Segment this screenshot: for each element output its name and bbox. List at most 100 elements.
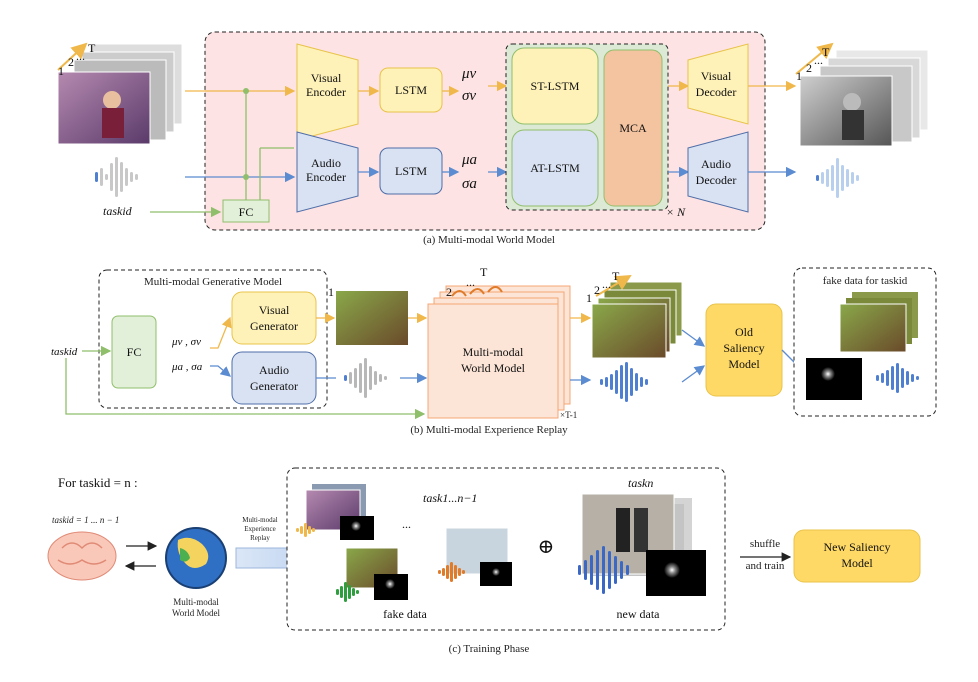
fake-wave-2 [336, 582, 359, 602]
wave-bar [349, 372, 352, 384]
fc-box-a [222, 199, 270, 223]
wave-bar [374, 371, 377, 385]
wave-bar [125, 168, 128, 186]
audio-encoder-l1: Audio [311, 156, 341, 170]
wave-bar [916, 376, 919, 380]
wave-bar [856, 175, 859, 181]
wave-bar [308, 526, 311, 534]
wave-bar [300, 526, 303, 534]
mca [603, 49, 663, 207]
wave-bar [340, 586, 343, 598]
wave-bar [458, 568, 461, 576]
wave-bar [821, 172, 824, 184]
replay-frames: 1 2 ... T [586, 269, 683, 359]
globe-l2: World Model [172, 608, 221, 618]
lstm-top-label: LSTM [395, 83, 427, 97]
visual-decoder-l2: Decoder [696, 85, 737, 99]
wave-bar [462, 570, 465, 574]
wave-bar [602, 546, 605, 594]
rp-label-1: 1 [586, 291, 592, 305]
generative-title: Multi-modal Generative Model [144, 276, 282, 288]
old-sal-l3: Model [728, 357, 760, 371]
shuffle-l2: and train [746, 560, 785, 572]
wave-bar [640, 377, 643, 387]
wave-bar [831, 165, 834, 191]
panel-b: taskid Multi-modal Generative Model FC μ… [51, 265, 937, 436]
wave-bar [816, 175, 819, 181]
wave-bar [352, 588, 355, 596]
replay-audio-wave [600, 362, 648, 402]
frame-label-dots: ... [76, 49, 85, 63]
fc-box-b [111, 315, 157, 389]
visual-encoder [296, 43, 359, 141]
wm-label-t: T [480, 265, 488, 279]
wave-bar [626, 565, 629, 575]
wave-bar [312, 528, 315, 532]
wave-bar [359, 363, 362, 393]
audio-decoder [687, 131, 749, 213]
visual-encoder-l2: Encoder [306, 85, 346, 99]
world-model-stack: 2 ... T Multi-modal World Model ×T-1 [427, 265, 577, 420]
wave-bar [135, 174, 138, 180]
task-range: taskid = 1 ... n − 1 [52, 515, 119, 525]
sigma-a: σa [462, 176, 477, 192]
wave-bar [100, 168, 103, 186]
wave-bar [851, 172, 854, 184]
wave-bar [596, 550, 599, 590]
wave-bar [379, 374, 382, 382]
wave-bar [590, 555, 593, 585]
rp-label-t: T [612, 269, 620, 283]
panel-a: 1 2 ... T taskid FC Visual Encoder Audio… [57, 31, 929, 246]
audio-generator [231, 351, 317, 405]
wave-bar [344, 582, 347, 602]
panel-c: For taskid = n : taskid = 1 ... n − 1 Mu… [47, 467, 921, 655]
fc-label-b: FC [127, 345, 142, 359]
wave-bar [846, 169, 849, 187]
generated-frame [336, 291, 408, 345]
globe-l1: Multi-modal [173, 597, 219, 607]
shuffle-l1: shuffle [750, 538, 780, 550]
wave-bar [911, 374, 914, 382]
wave-bar [442, 568, 445, 576]
audio-gen-l1: Audio [259, 363, 289, 377]
wave-bar [635, 373, 638, 391]
st-lstm-label: ST-LSTM [531, 79, 580, 93]
new-sal-l1: New Saliency [824, 540, 891, 554]
fake-audio-wave [876, 363, 919, 393]
brain-icon [47, 531, 117, 581]
wave-bar [356, 590, 359, 594]
replay-frame [591, 303, 667, 359]
out-label-t: T [822, 45, 830, 59]
input-audio-wave [95, 157, 138, 197]
wave-bar [625, 362, 628, 402]
generated-audio-wave [344, 358, 387, 398]
wave-bar [645, 379, 648, 385]
audio-encoder [296, 131, 359, 213]
visual-decoder-l1: Visual [701, 69, 732, 83]
wave-bar [881, 373, 884, 383]
wave-bar [384, 376, 387, 380]
visual-gen-l1: Visual [259, 303, 290, 317]
for-task-label: For taskid = n : [58, 475, 138, 490]
wave-bar [369, 366, 372, 390]
output-audio-wave [816, 158, 859, 198]
frame-label-1: 1 [58, 64, 64, 78]
audio-gen-l2: Generator [250, 379, 298, 393]
wave-bar [120, 162, 123, 192]
replay-l3: Replay [250, 534, 270, 542]
wm-label-2: 2 [446, 285, 452, 299]
wave-bar [826, 169, 829, 187]
ellipsis-c: ... [402, 517, 411, 531]
visual-decoder [687, 43, 749, 125]
wave-bar [105, 174, 108, 180]
fc-label-a: FC [239, 205, 254, 219]
caption-c: (c) Training Phase [449, 643, 530, 655]
wave-bar [110, 163, 113, 191]
mu-a: μa [461, 152, 477, 168]
wave-bar [130, 172, 133, 182]
wave-bar [906, 371, 909, 385]
wave-bar [614, 556, 617, 584]
st-lstm [511, 47, 599, 125]
mca-label: MCA [619, 121, 647, 135]
